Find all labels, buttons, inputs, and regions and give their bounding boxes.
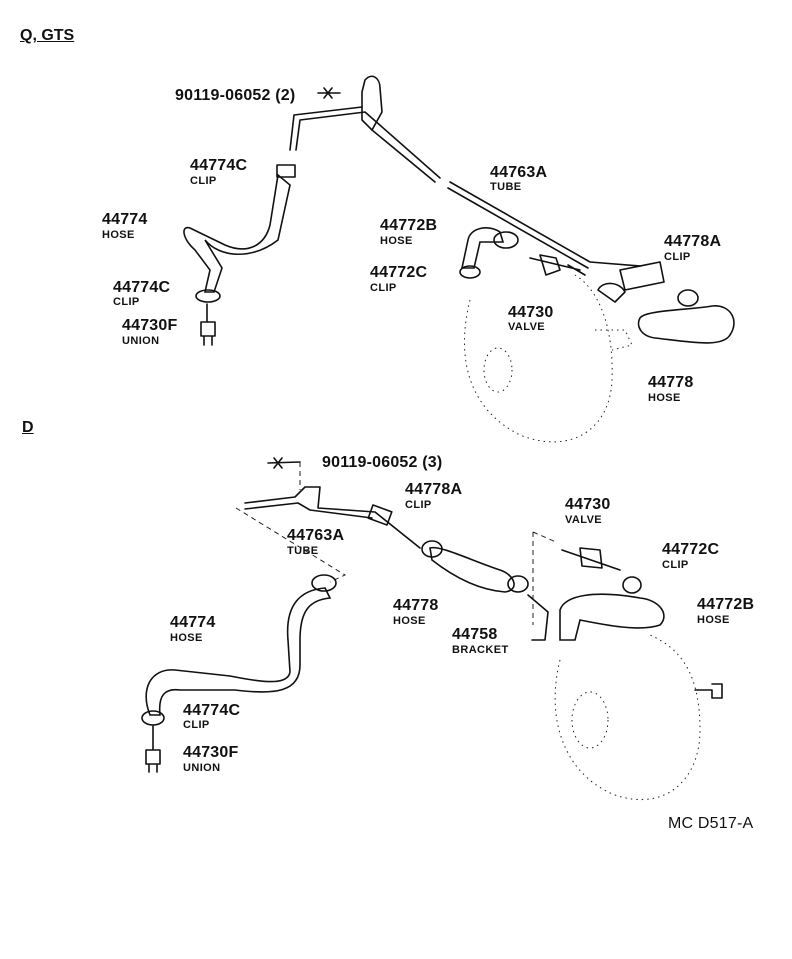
label-tube-bottom-name: TUBE <box>287 545 319 557</box>
label-valve-bottom-name: VALVE <box>565 514 603 526</box>
label-clip-lower-top-name: CLIP <box>113 296 140 308</box>
hose-44772b-top <box>461 227 505 269</box>
tube-top <box>295 111 441 179</box>
valve-top <box>529 254 586 276</box>
label-clip-a-bottom-name: CLIP <box>405 499 432 511</box>
label-hose-778-top-number: 44778 <box>648 374 694 391</box>
label-clip-c-bottom-name: CLIP <box>662 559 689 571</box>
brake-booster-bottom <box>554 634 701 800</box>
label-clip-upper-top-name: CLIP <box>190 175 217 187</box>
hose-44778-top <box>637 305 735 344</box>
label-hose-bottom-name: HOSE <box>170 632 203 644</box>
label-bracket-bottom-name: BRACKET <box>452 644 509 656</box>
bolt-top <box>317 87 341 99</box>
label-union-top-number: 44730F <box>122 317 178 334</box>
union-bottom <box>145 725 161 773</box>
label-hose-top-number: 44774 <box>102 211 148 228</box>
label-valve-bottom-number: 44730 <box>565 496 611 513</box>
hose-44772b-bottom <box>559 593 665 641</box>
drawing-code: MC D517-A <box>668 815 754 832</box>
label-union-top-name: UNION <box>122 335 160 347</box>
hose-44774-bottom <box>145 587 332 716</box>
hose-44774-top <box>183 173 291 293</box>
label-hose-b-top-name: HOSE <box>380 235 413 247</box>
label-tube-top-name: TUBE <box>490 181 522 193</box>
label-bolt-top: 90119-06052 (2) <box>175 87 296 104</box>
label-clip-a-top-number: 44778A <box>664 233 722 250</box>
label-bolt-bottom: 90119-06052 (3) <box>322 454 443 471</box>
hose-44778-bottom <box>429 546 515 593</box>
label-clip-lower-top-number: 44774C <box>113 279 171 296</box>
bracket-bottom <box>527 594 549 641</box>
label-hose-b-bottom-name: HOSE <box>697 614 730 626</box>
top-assembly-drawing <box>183 75 735 443</box>
bottom-assembly-drawing <box>141 457 723 800</box>
label-hose-778-bottom-name: HOSE <box>393 615 426 627</box>
brake-booster-top <box>464 274 613 443</box>
label-union-bottom-name: UNION <box>183 762 221 774</box>
label-valve-top-name: VALVE <box>508 321 546 333</box>
label-valve-top-number: 44730 <box>508 304 554 321</box>
label-clip-c-top-name: CLIP <box>370 282 397 294</box>
label-hose-778-bottom-number: 44778 <box>393 597 439 614</box>
label-bracket-bottom-number: 44758 <box>452 626 498 643</box>
label-hose-top-name: HOSE <box>102 229 135 241</box>
valve-bottom <box>561 547 621 571</box>
tube-bottom <box>244 486 421 549</box>
section-title-top: Q, GTS <box>20 27 75 44</box>
label-hose-b-bottom-number: 44772B <box>697 596 755 613</box>
section-title-bottom: D <box>22 419 34 436</box>
label-clip-a-top-name: CLIP <box>664 251 691 263</box>
label-hose-b-top-number: 44772B <box>380 217 438 234</box>
clip-bottom <box>141 710 165 726</box>
label-tube-top-number: 44763A <box>490 164 548 181</box>
clip-upper-top <box>276 164 296 178</box>
label-clip-c-top-number: 44772C <box>370 264 428 281</box>
label-union-bottom-number: 44730F <box>183 744 239 761</box>
label-clip-bottom-number: 44774C <box>183 702 241 719</box>
label-clip-upper-top-number: 44774C <box>190 157 248 174</box>
clip-lower-top <box>195 289 221 303</box>
label-hose-bottom-number: 44774 <box>170 614 216 631</box>
label-clip-a-bottom-number: 44778A <box>405 481 463 498</box>
union-top <box>200 303 216 346</box>
label-tube-bottom-number: 44763A <box>287 527 345 544</box>
label-clip-bottom-name: CLIP <box>183 719 210 731</box>
label-hose-778-top-name: HOSE <box>648 392 681 404</box>
bolt-bottom <box>267 457 301 469</box>
label-clip-c-bottom-number: 44772C <box>662 541 720 558</box>
